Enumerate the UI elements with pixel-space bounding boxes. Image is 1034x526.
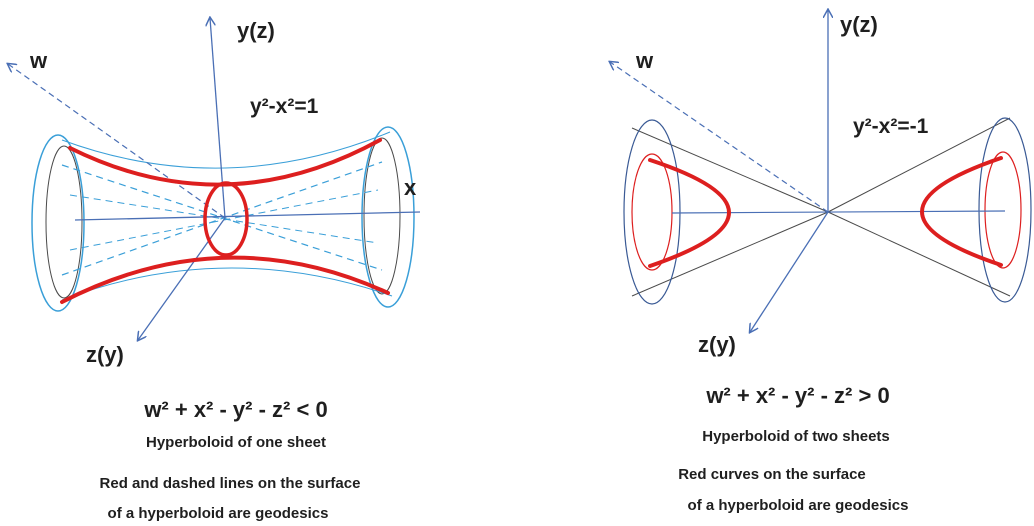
left-end-ellipse-outer	[31, 134, 85, 312]
y-axis-label: y(z)	[237, 18, 275, 43]
cone-left-top	[631, 127, 829, 213]
right-sheet-ellipse-inner	[984, 151, 1022, 269]
right-end-ellipse-inner	[363, 137, 401, 295]
cone-left-bottom	[631, 211, 829, 297]
x-axis-label: x	[404, 175, 417, 200]
inequality-formula-right: w² + x² - y² - z² > 0	[705, 383, 889, 408]
right-cone-ellipse-outer	[978, 117, 1032, 303]
red-branch-left	[648, 158, 731, 268]
caption-line-1: Red and dashed lines on the surface	[100, 475, 361, 492]
right-end-ellipse-outer	[361, 126, 415, 308]
z-axis-right	[750, 211, 829, 332]
figure-title: Hyperboloid of one sheet	[146, 434, 326, 451]
equation-label-right: y²-x²=-1	[853, 115, 929, 138]
left-cone-ellipse-outer	[623, 119, 681, 305]
w-axis-label-right: w	[635, 48, 654, 73]
y-axis-label-right: y(z)	[840, 12, 878, 37]
red-waist-circle	[203, 181, 249, 257]
red-branch-right	[920, 156, 1003, 267]
w-axis-label: w	[29, 48, 48, 73]
dashed-geodesic-1	[61, 164, 383, 271]
two-sheets-figure: y(z) w z(y) y²-x²=-1 w² + x² - y² - z² >…	[610, 10, 1032, 514]
left-sheet-ellipse-inner	[631, 153, 673, 271]
cone-right-bottom	[827, 211, 1011, 297]
z-axis-label: z(y)	[86, 342, 124, 367]
x-axis-right	[671, 210, 1006, 214]
caption-line-2-right: of a hyperboloid are geodesics	[688, 497, 909, 514]
caption-line-1-right: Red curves on the surface	[678, 466, 866, 483]
z-axis	[138, 217, 226, 340]
w-axis	[8, 64, 226, 219]
w-axis-right	[610, 62, 829, 213]
surface-outline-bottom	[61, 267, 393, 301]
one-sheet-figure: y(z) w x z(y) y²-x²=1 w² + x² - y² - z² …	[8, 18, 421, 522]
red-hyperbola-bottom	[60, 255, 390, 304]
cone-right-top	[827, 117, 1011, 213]
left-end-ellipse-inner	[45, 145, 83, 299]
surface-outline-top	[61, 131, 391, 169]
inequality-formula: w² + x² - y² - z² < 0	[143, 397, 327, 422]
dashed-geodesic-3	[69, 194, 379, 244]
caption-line-2: of a hyperboloid are geodesics	[108, 505, 329, 522]
red-hyperbola-top	[68, 138, 382, 187]
equation-label: y²-x²=1	[250, 95, 319, 118]
z-axis-label-right: z(y)	[698, 332, 736, 357]
dashed-geodesic-2	[61, 161, 383, 276]
figure-title-right: Hyperboloid of two sheets	[702, 428, 890, 445]
